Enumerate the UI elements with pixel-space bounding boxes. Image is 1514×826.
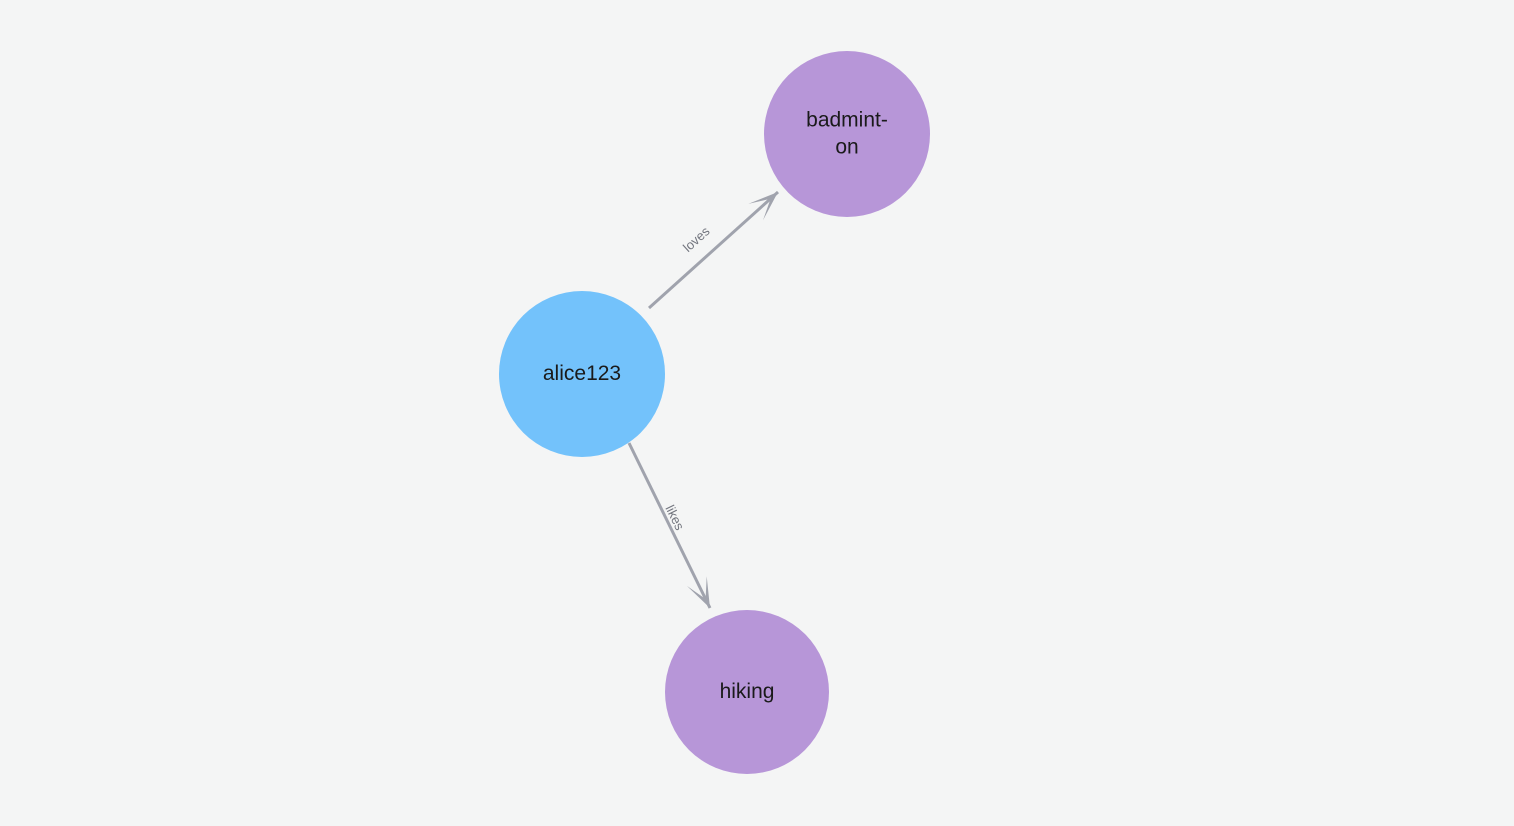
edge-line-loves [647,190,780,310]
node-circle-badminton[interactable] [764,51,930,217]
edge-alice123-likes-hiking[interactable]: likes [627,442,712,609]
edge-label-loves: loves [680,223,713,255]
edge-arrowhead-likes [686,576,710,608]
edge-line-likes [627,442,712,609]
node-circle-hiking[interactable] [665,610,829,774]
node-alice123[interactable]: alice123 [499,291,665,457]
node-group: alice123 badmint-on hiking [499,51,930,774]
node-hiking[interactable]: hiking [665,610,829,774]
edge-alice123-loves-badminton[interactable]: loves [647,190,780,310]
edge-arrowhead-loves [748,192,778,221]
node-circle-alice123[interactable] [499,291,665,457]
node-badminton[interactable]: badmint-on [764,51,930,217]
